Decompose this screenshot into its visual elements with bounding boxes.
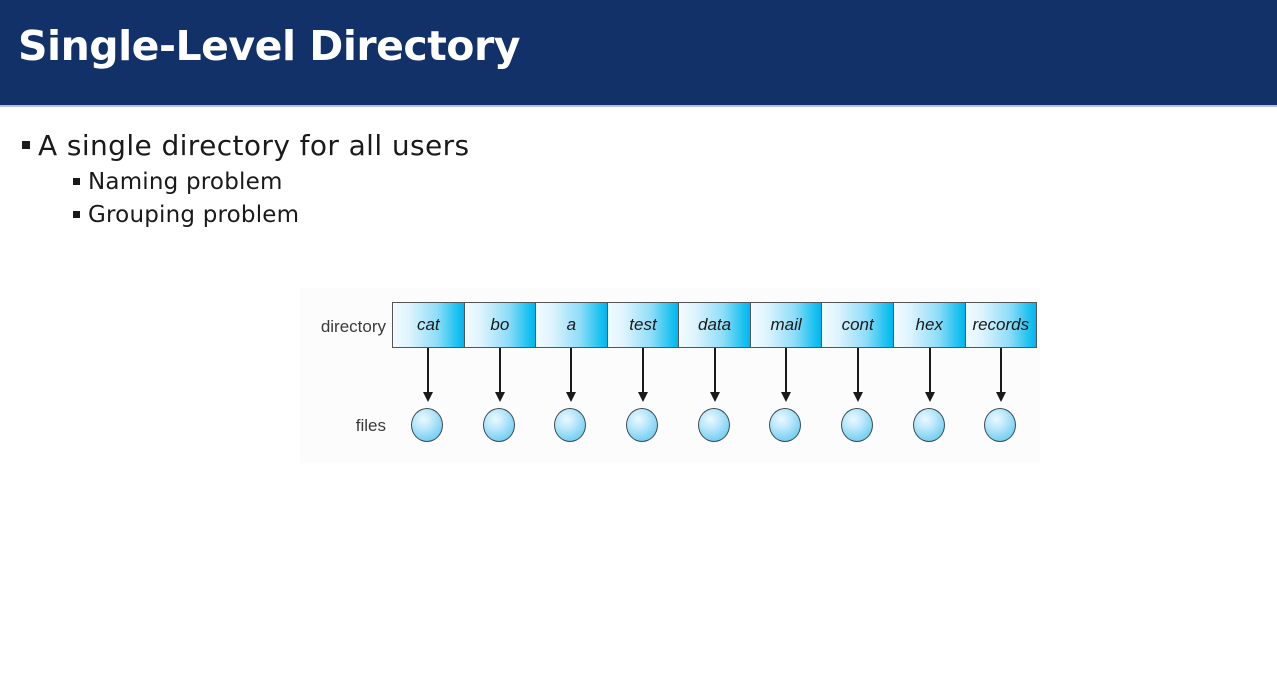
single-level-directory-diagram: directory files cat bo a test data mail … — [300, 288, 1040, 463]
arrow-column — [464, 348, 536, 403]
file-circle-icon — [769, 408, 802, 442]
arrow-down-icon — [498, 348, 501, 394]
arrow-down-icon — [856, 348, 859, 394]
file-circle-icon — [912, 408, 945, 442]
directory-entry-cell: cat — [393, 303, 465, 347]
directory-entry-label: mail — [770, 315, 802, 334]
file-circle-icon — [840, 408, 873, 442]
bullet-text: A single directory for all users — [38, 129, 470, 162]
arrow-down-icon — [713, 348, 716, 394]
bullet-list: A single directory for all users Naming … — [0, 128, 900, 233]
square-bullet-icon — [22, 141, 30, 149]
arrow-down-icon — [1000, 348, 1003, 394]
file-node-column — [750, 408, 822, 444]
directory-entry-cell: hex — [893, 303, 966, 347]
file-circle-icon — [482, 408, 515, 442]
arrow-column — [894, 348, 966, 403]
diagram-label-directory: directory — [320, 317, 386, 336]
square-bullet-icon — [73, 178, 80, 185]
directory-entry-row: cat bo a test data mail cont hex records — [392, 302, 1037, 348]
arrow-down-icon — [570, 348, 573, 394]
arrow-head-icon — [996, 392, 1007, 402]
arrow-column — [750, 348, 822, 403]
arrow-down-icon — [641, 348, 644, 394]
directory-entry-cell: bo — [464, 303, 537, 347]
directory-to-file-arrows — [392, 348, 1037, 403]
arrow-head-icon — [852, 392, 863, 402]
arrow-column — [965, 348, 1037, 403]
directory-entry-cell: cont — [822, 303, 894, 347]
arrow-down-icon — [928, 348, 931, 394]
file-circle-icon — [625, 408, 658, 442]
arrow-head-icon — [709, 392, 720, 402]
arrow-head-icon — [566, 392, 577, 402]
directory-entry-cell: test — [607, 303, 680, 347]
file-circle-icon — [554, 408, 587, 442]
directory-entry-cell: mail — [750, 303, 823, 347]
file-node-column — [894, 408, 966, 444]
directory-entry-cell: records — [965, 303, 1037, 347]
header-divider — [0, 105, 1277, 107]
directory-entry-cell: data — [679, 303, 751, 347]
arrow-head-icon — [494, 392, 505, 402]
directory-entry-cell: a — [536, 303, 608, 347]
bullet-item-2: Grouping problem — [0, 200, 900, 230]
file-node-column — [535, 408, 607, 444]
bullet-item-0: A single directory for all users — [0, 128, 900, 163]
arrow-column — [535, 348, 607, 403]
bullet-text: Grouping problem — [88, 202, 300, 228]
file-node-column — [822, 408, 894, 444]
directory-entry-label: hex — [915, 315, 943, 334]
arrow-down-icon — [426, 348, 429, 394]
directory-entry-label: data — [697, 315, 732, 334]
directory-entry-label: cat — [416, 315, 440, 334]
arrow-column — [679, 348, 751, 403]
diagram-label-files: files — [355, 416, 386, 435]
arrow-down-icon — [785, 348, 788, 394]
directory-entry-label: test — [629, 315, 657, 334]
directory-entry-label: a — [566, 315, 577, 334]
file-node-column — [679, 408, 751, 444]
file-node-row — [392, 408, 1037, 444]
bullet-item-1: Naming problem — [0, 167, 900, 197]
arrow-head-icon — [924, 392, 935, 402]
file-circle-icon — [697, 408, 730, 442]
square-bullet-icon — [73, 211, 80, 218]
arrow-column — [392, 348, 464, 403]
arrow-head-icon — [422, 392, 433, 402]
arrow-head-icon — [637, 392, 648, 402]
file-node-column — [965, 408, 1037, 444]
page-title: Single-Level Directory — [18, 22, 520, 70]
bullet-text: Naming problem — [88, 169, 283, 195]
file-circle-icon — [984, 408, 1017, 442]
arrow-head-icon — [781, 392, 792, 402]
arrow-column — [822, 348, 894, 403]
directory-entry-label: records — [972, 315, 1030, 334]
file-node-column — [607, 408, 679, 444]
directory-entry-label: bo — [490, 315, 510, 334]
file-node-column — [392, 408, 464, 444]
arrow-column — [607, 348, 679, 403]
slide-header-banner — [0, 0, 1277, 105]
directory-entry-label: cont — [841, 315, 874, 334]
file-node-column — [464, 408, 536, 444]
file-circle-icon — [410, 408, 443, 442]
